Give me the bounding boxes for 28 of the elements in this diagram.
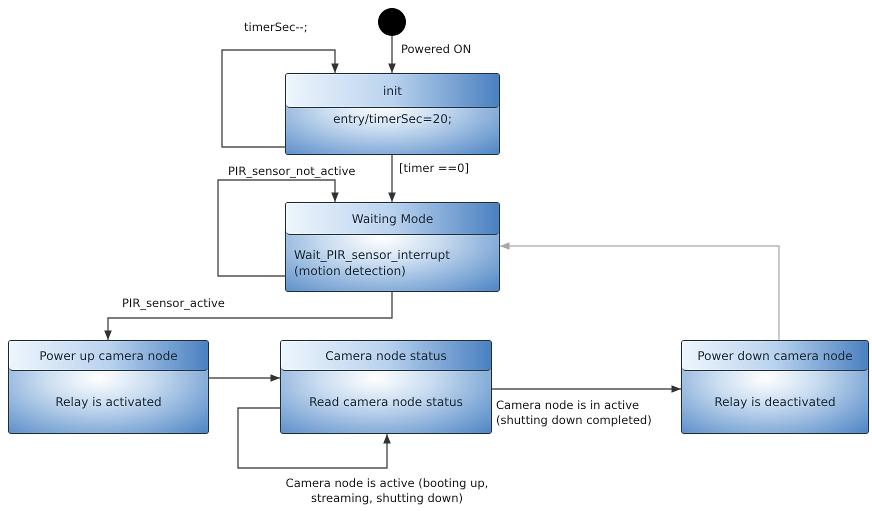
state-name: Waiting Mode	[286, 203, 499, 235]
state-box	[8, 340, 209, 434]
transition-label: [timer ==0]	[397, 161, 471, 176]
state-name: init	[286, 74, 499, 108]
transition-label: PIR_sensor_active	[120, 296, 227, 311]
transition-label: PIR_sensor_not_active	[226, 164, 358, 179]
state-box	[280, 340, 492, 434]
transition-arrow	[492, 385, 681, 393]
state-activity: Wait_PIR_sensor_interrupt (motion detection)	[294, 246, 451, 280]
transition-arrow	[237, 407, 391, 469]
transition-arrow	[209, 374, 280, 382]
state-activity: Read camera node status	[309, 394, 463, 410]
transition-arrow	[104, 292, 393, 340]
transition-arrow	[388, 36, 396, 73]
transition-arrow	[217, 179, 339, 277]
state-box	[285, 73, 500, 155]
state-name: Camera node status	[281, 341, 491, 371]
transition-arrow	[221, 49, 339, 148]
state-box	[681, 340, 869, 434]
state-activity: entry/timerSec=20;	[333, 111, 452, 128]
state-box	[285, 202, 500, 292]
transition-arrow	[388, 155, 396, 202]
state-name: Power up camera node	[9, 341, 208, 371]
state-name: Power down camera node	[682, 341, 868, 371]
transition-arrow	[500, 242, 780, 340]
initial-state-dot	[378, 8, 406, 36]
state-activity: Relay is deactivated	[714, 394, 836, 410]
state-activity: Relay is activated	[55, 394, 162, 410]
